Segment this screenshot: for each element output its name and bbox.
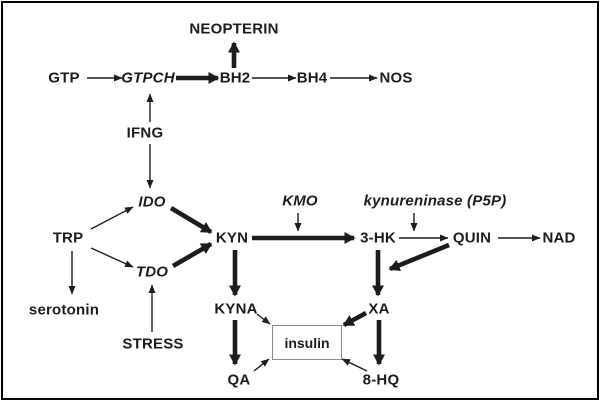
node-neopterin: NEOPTERIN: [189, 20, 279, 38]
node-xa: XA: [368, 300, 390, 318]
node-kynureninase: kynureninase (P5P): [363, 192, 507, 210]
edge-8hq-to-insulin: [341, 358, 368, 372]
edge-tdo-to-kyn: [171, 242, 213, 268]
edge-trp-to-ido: [90, 206, 134, 230]
node-kyna: KYNA: [214, 300, 258, 318]
node-3hk: 3-HK: [360, 229, 396, 247]
edge-qa-to-insulin: [253, 358, 270, 372]
node-serotonin: serotonin: [28, 301, 100, 319]
edge-quin-to-xa: [388, 242, 450, 272]
node-gtpch: GTPCH: [121, 69, 175, 87]
node-qa: QA: [227, 371, 251, 389]
node-bh4: BH4: [296, 69, 328, 87]
node-nos: NOS: [379, 69, 413, 87]
node-bh2: BH2: [219, 69, 251, 87]
node-quin: QUIN: [452, 229, 492, 247]
node-ido: IDO: [138, 193, 166, 211]
node-8hq: 8-HQ: [362, 371, 400, 389]
node-kmo: KMO: [282, 192, 318, 210]
edge-xa-to-insulin: [342, 310, 368, 328]
node-tdo: TDO: [135, 263, 169, 281]
node-kyn: KYN: [215, 229, 249, 247]
node-nad: NAD: [542, 229, 576, 247]
insulin-label: insulin: [284, 334, 330, 351]
edge-ido-to-kyn: [169, 206, 213, 234]
node-ifng: IFNG: [126, 124, 164, 142]
edge-trp-to-tdo: [90, 247, 134, 268]
insulin-box: insulin: [272, 325, 342, 360]
node-trp: TRP: [52, 229, 84, 247]
node-gtp: GTP: [48, 69, 80, 87]
edge-kyna-to-insulin: [256, 313, 271, 325]
node-stress: STRESS: [122, 335, 184, 353]
